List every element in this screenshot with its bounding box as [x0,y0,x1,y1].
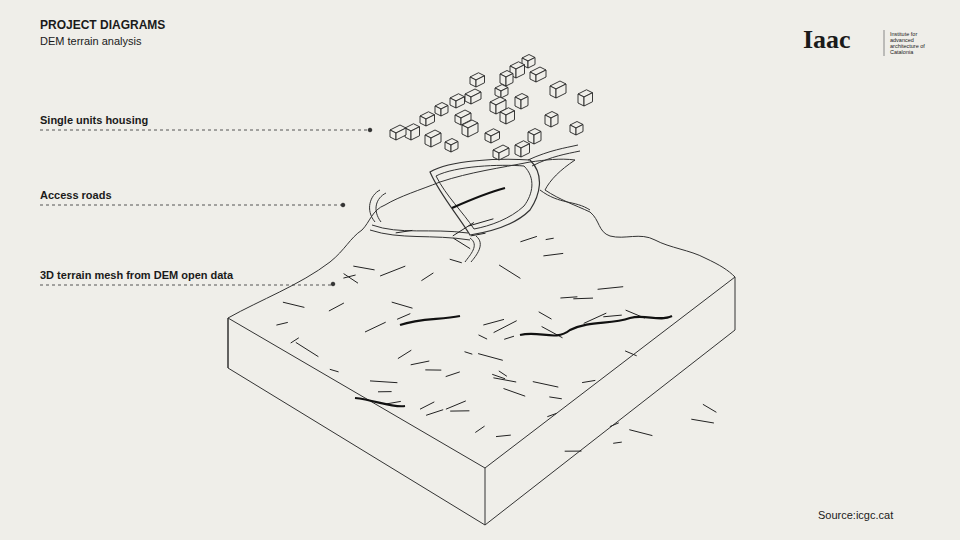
callout-label: Single units housing [40,114,148,126]
callout-label: 3D terrain mesh from DEM open data [40,269,233,281]
logo-text: Institute for advanced architecture of C… [890,31,934,55]
callout-label: Access roads [40,189,112,201]
slide-subtitle: DEM terrain analysis [40,35,141,47]
slide-title: PROJECT DIAGRAMS [40,18,165,32]
logo-mark: Iaac [803,26,851,54]
source-note: Source:icgc.cat [818,509,893,521]
